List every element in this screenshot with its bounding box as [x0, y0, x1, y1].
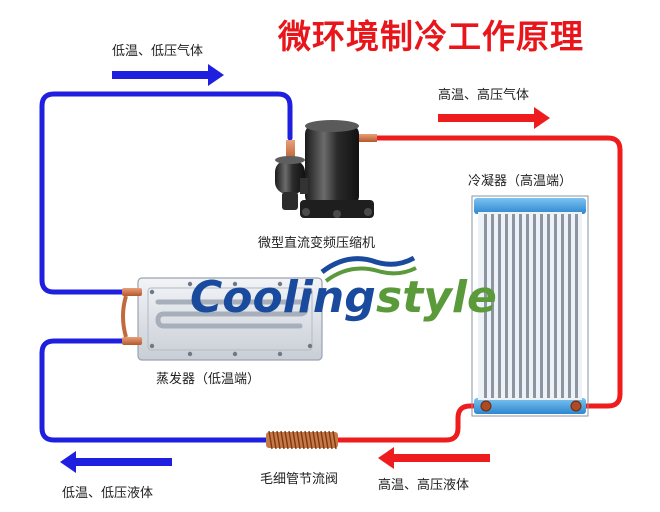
high-pressure-liquid-line [335, 403, 488, 443]
suction-line [39, 91, 293, 295]
arrow-high-pressure-gas [438, 107, 550, 129]
capillary-coil-icon [266, 430, 338, 450]
condenser-fins [484, 214, 578, 398]
label-high-temp-high-pressure-gas: 高温、高压气体 [438, 88, 530, 103]
watermark-text-style: style [376, 272, 497, 323]
label-capillary: 毛细管节流阀 [260, 472, 339, 487]
diagram-title: 微环境制冷工作原理 [278, 17, 584, 56]
discharge-line [369, 135, 623, 409]
label-evaporator: 蒸发器（低温端） [156, 372, 261, 387]
watermark-logo: Cooling style [190, 255, 497, 323]
label-low-temp-low-pressure-gas: 低温、低压气体 [112, 44, 204, 59]
label-low-temp-low-pressure-liquid: 低温、低压液体 [62, 486, 154, 501]
arrow-high-pressure-liquid [378, 447, 490, 469]
condenser-coil-icon [471, 195, 589, 417]
arrow-low-pressure-gas [112, 64, 224, 86]
label-high-temp-high-pressure-liquid: 高温、高压液体 [378, 478, 470, 493]
evaporator-mounting-holes [149, 281, 313, 357]
arrow-low-pressure-liquid [60, 451, 172, 473]
evaporator-plate-icon [121, 277, 323, 361]
compressor-icon [275, 120, 377, 218]
label-condenser: 冷凝器（高温端） [468, 174, 573, 189]
low-pressure-liquid-line [39, 338, 271, 443]
label-compressor: 微型直流变频压缩机 [258, 236, 376, 251]
watermark-text-cooling: Cooling [190, 272, 376, 323]
